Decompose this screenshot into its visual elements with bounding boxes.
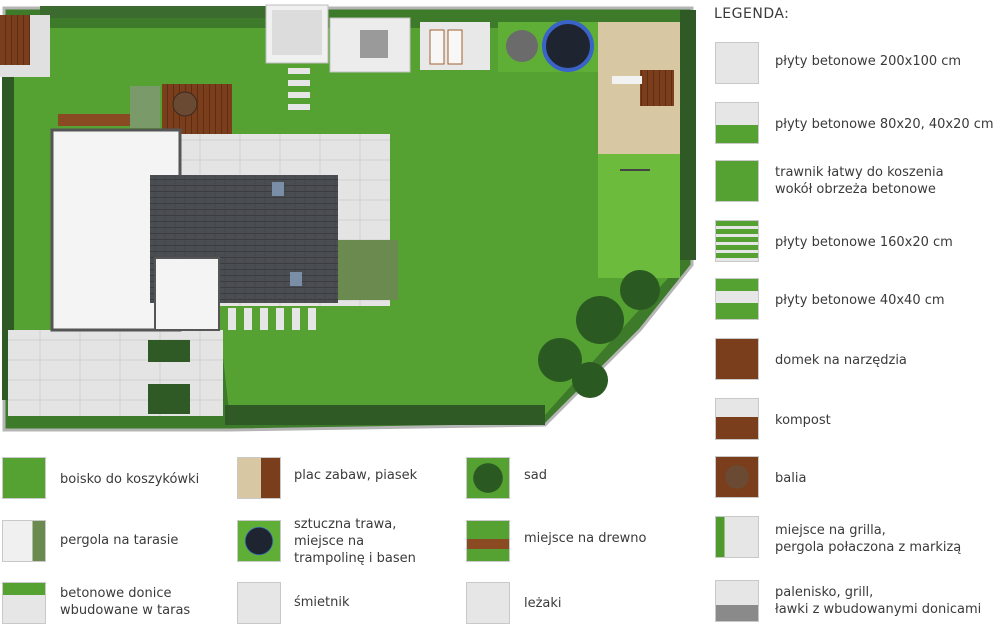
legend-label-grill-pergola: miejsce na grilla, pergola połaczona z m… [775,523,962,555]
hedge-left [2,60,14,400]
tool-shed-topleft [0,15,30,65]
bottom-label-orchard: sad [524,468,547,483]
legend-label-slab-160x20: płyty betonowe 160x20 cm [775,235,953,250]
sunbeds-swatch [466,582,510,624]
trampoline [542,20,594,72]
basketball-court-swatch [2,457,46,499]
compost [130,86,160,128]
concrete-planters-swatch [2,582,46,624]
house-garage [154,257,220,331]
hedge-bottom [225,405,545,425]
firepit-swatch [715,580,759,622]
legend-label-compost: kompost [775,413,831,428]
trampoline-swatch [237,520,281,562]
legend-label-lawn: trawnik łatwy do koszenia wokół obrzeża … [775,165,944,197]
concrete-slab-40x40-swatch [715,278,759,320]
tool-shed-swatch [715,338,759,380]
terrace-pergola [338,240,398,300]
bottom-label-sunbeds: leżaki [524,596,562,611]
bottom-label-basketball: boisko do koszykówki [60,472,200,487]
legend-label-slab-200x100: płyty betonowe 200x100 cm [775,54,962,69]
garden-plan [0,4,696,432]
playground-house [640,70,674,106]
bottom-label-bin-shelter: śmietnik [294,595,350,610]
terrace-pergola-swatch [2,520,46,562]
bottom-label-trampoline: sztuczna trawa, miejsce na trampolinę i … [294,517,416,566]
compost-swatch [715,398,759,440]
concrete-slab-160x20-swatch [715,220,759,262]
legend-label-slab-40x40: płyty betonowe 40x40 cm [775,293,945,308]
legend-title: LEGENDA: [714,6,790,22]
bottom-label-planters: betonowe donice wbudowane w taras [60,586,191,618]
basketball-court [598,154,680,278]
woodpile [58,114,130,126]
legend-label-tool-shed: domek na narzędzia [775,353,907,368]
concrete-slab-200x100-swatch [715,42,759,84]
path-topleft [30,15,50,75]
concrete-slab-80x20-swatch [715,102,759,144]
path-topleft-bottom [0,65,50,77]
hot-tub-swatch [715,456,759,498]
grill-pergola-swatch [715,516,759,558]
legend-label-hot-tub: balia [775,471,807,486]
orchard [538,270,660,398]
concrete-planter-1 [148,340,190,362]
legend-label-slab-80x20: płyty betonowe 80x20, 40x20 cm [775,117,994,132]
lawn-swatch [715,160,759,202]
orchard-swatch [466,457,510,499]
hedge-top [40,6,270,18]
hot-tub-deck [162,84,232,134]
bottom-label-terrace-pergola: pergola na tarasie [60,533,179,548]
playground-sand-swatch [237,457,281,499]
concrete-planter-2 [148,384,190,414]
hot-tub [172,91,198,117]
bottom-label-woodpile: miejsce na drewno [524,531,647,546]
stepping-stones [228,68,316,330]
bottom-label-playground: plac zabaw, piasek [294,468,418,483]
terrace-front [8,330,223,416]
bin-shelter-swatch [237,582,281,624]
legend-label-firepit: palenisko, grill, ławki z wbudowanymi do… [775,585,982,617]
woodpile-swatch [466,520,510,562]
pool [506,30,538,62]
hedge-right [680,10,696,260]
